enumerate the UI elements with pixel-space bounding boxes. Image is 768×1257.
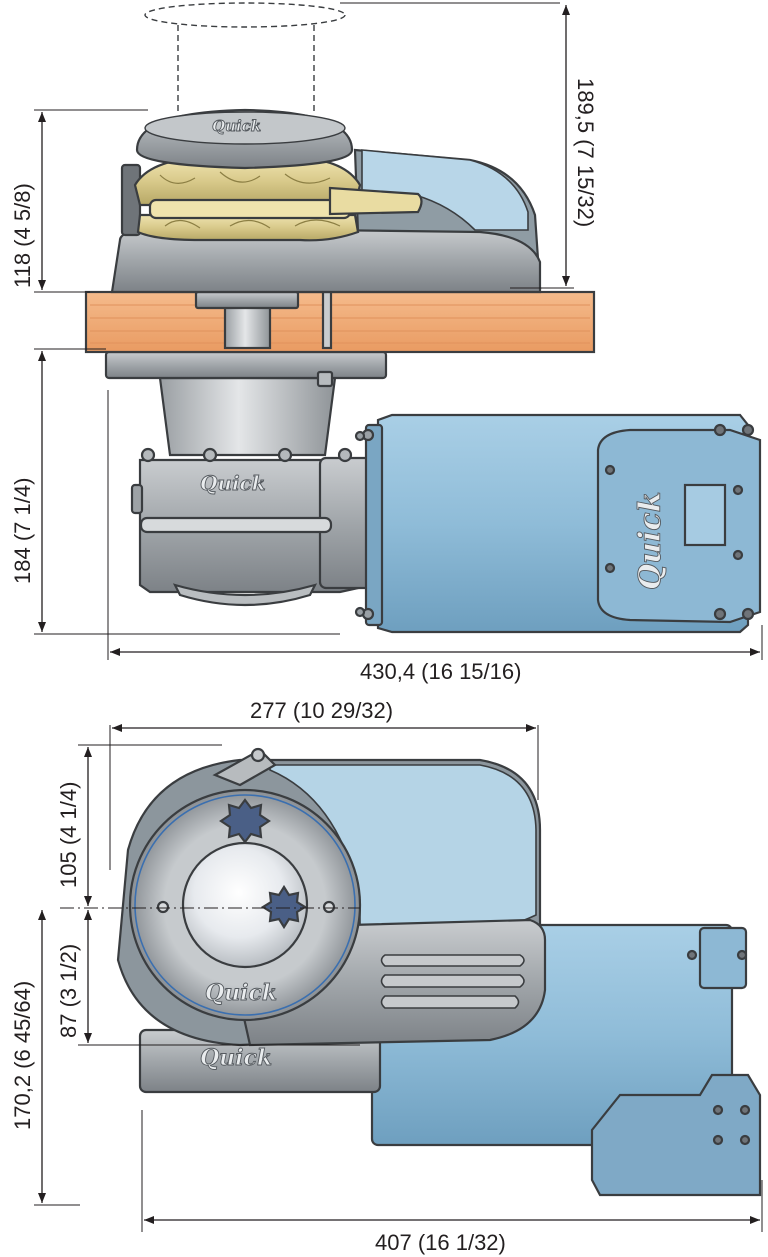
dim-front-to-axis: 105 (4 1/4) xyxy=(56,782,81,888)
flange-bolt xyxy=(316,370,334,388)
deck-shaft xyxy=(223,304,272,350)
top-cap-logo: Quick xyxy=(205,980,277,1006)
top-extension-lines xyxy=(34,725,763,1232)
top-dimension-lines xyxy=(38,724,760,1224)
top-cap: Quick xyxy=(135,108,354,170)
dim-total-depth: 170,2 (6 45/64) xyxy=(10,981,35,1130)
gearbox-neck xyxy=(158,376,337,457)
motor: Quick xyxy=(354,413,762,634)
star-knob-center xyxy=(260,884,308,930)
top-view: Quick Quick xyxy=(10,698,763,1255)
dim-total-above-deck: 189,5 (7 15/32) xyxy=(573,78,598,227)
dim-gypsy-height: 118 (4 5/8) xyxy=(10,183,35,288)
gearbox-logo: Quick xyxy=(200,471,266,495)
star-knob-top xyxy=(219,798,271,844)
dim-top-width: 277 (10 29/32) xyxy=(250,698,393,723)
gypsy-wheel xyxy=(133,156,423,242)
side-extension-lines xyxy=(34,2,763,660)
cover-dashed-outline xyxy=(144,2,346,112)
windlass-housing xyxy=(110,148,542,294)
dim-top-total-length: 407 (16 1/32) xyxy=(375,1230,506,1255)
deck-plank xyxy=(84,290,596,354)
base-flange xyxy=(104,350,388,380)
top-gearbox-logo: Quick xyxy=(200,1045,272,1071)
dim-axis-to-back: 87 (3 1/2) xyxy=(56,944,81,1038)
motor-logo: Quick xyxy=(633,492,668,590)
side-view: Quick Quick xyxy=(10,2,763,684)
cap-logo: Quick xyxy=(212,117,261,135)
dim-side-total-length: 430,4 (16 15/16) xyxy=(360,659,521,684)
gearbox-body: Quick xyxy=(130,447,377,607)
shaft-collar xyxy=(194,290,300,310)
deck-bolt xyxy=(321,290,333,350)
side-dimension-lines xyxy=(38,5,760,656)
top-gypsy-disc: Quick xyxy=(128,788,362,1022)
dim-below-deck: 184 (7 1/4) xyxy=(10,478,35,584)
